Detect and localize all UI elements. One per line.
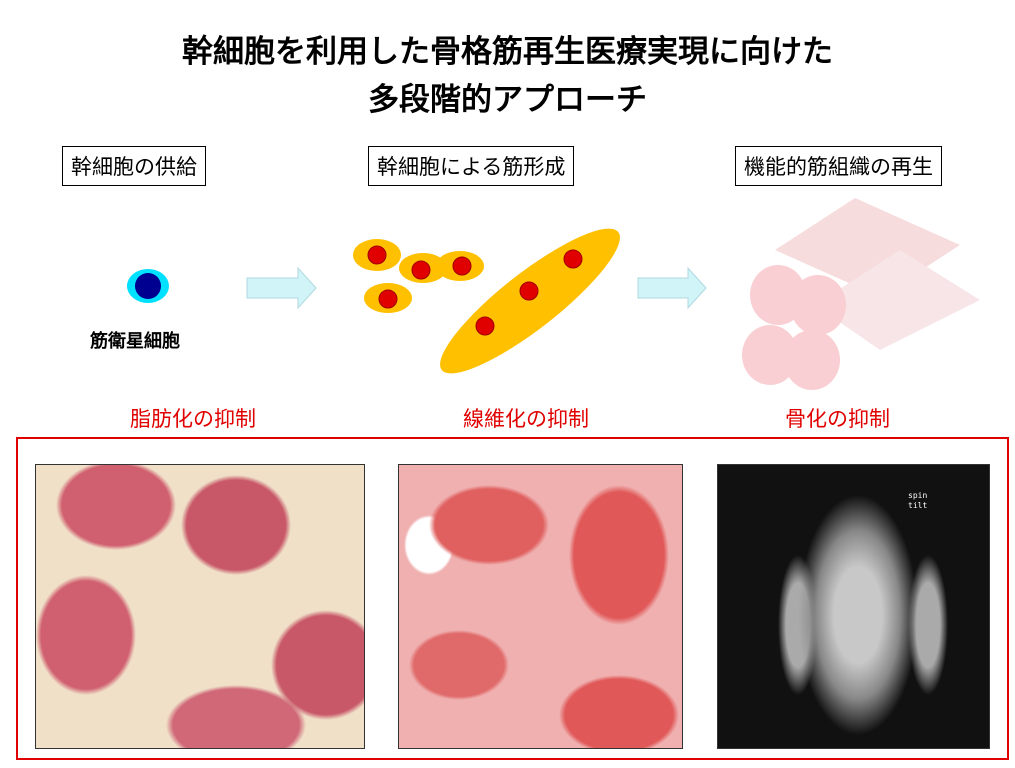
suppression-fat: 脂肪化の抑制	[130, 407, 256, 431]
histology-fat-image	[35, 464, 365, 749]
arrow-icon	[246, 266, 317, 310]
stage-label-supply: 幹細胞の供給	[62, 146, 206, 186]
diagram	[127, 198, 980, 390]
suppression-ossification: 骨化の抑制	[785, 407, 890, 431]
ct-bone-image: spin tilt	[717, 464, 990, 749]
title-line2: 多段階的アプローチ	[368, 82, 647, 118]
ct-overlay-tilt: tilt	[908, 501, 928, 510]
satellite-cell-icon	[127, 269, 169, 303]
arrow-icon	[637, 266, 707, 310]
satellite-cell-label: 筋衛星細胞	[90, 331, 180, 352]
histology-frame	[16, 437, 1009, 760]
muscle-fiber-bundle-icon	[742, 198, 980, 390]
title-line1: 幹細胞を利用した骨格筋再生医療実現に向けた	[182, 34, 833, 70]
nucleus-icons	[367, 245, 583, 336]
stage-label-regeneration: 機能的筋組織の再生	[735, 146, 942, 186]
histology-fibrosis-image	[398, 464, 683, 749]
suppression-fibrosis: 線維化の抑制	[463, 407, 589, 431]
ct-overlay-spin: spin	[908, 491, 928, 500]
stage-label-myogenesis: 幹細胞による筋形成	[368, 146, 575, 186]
